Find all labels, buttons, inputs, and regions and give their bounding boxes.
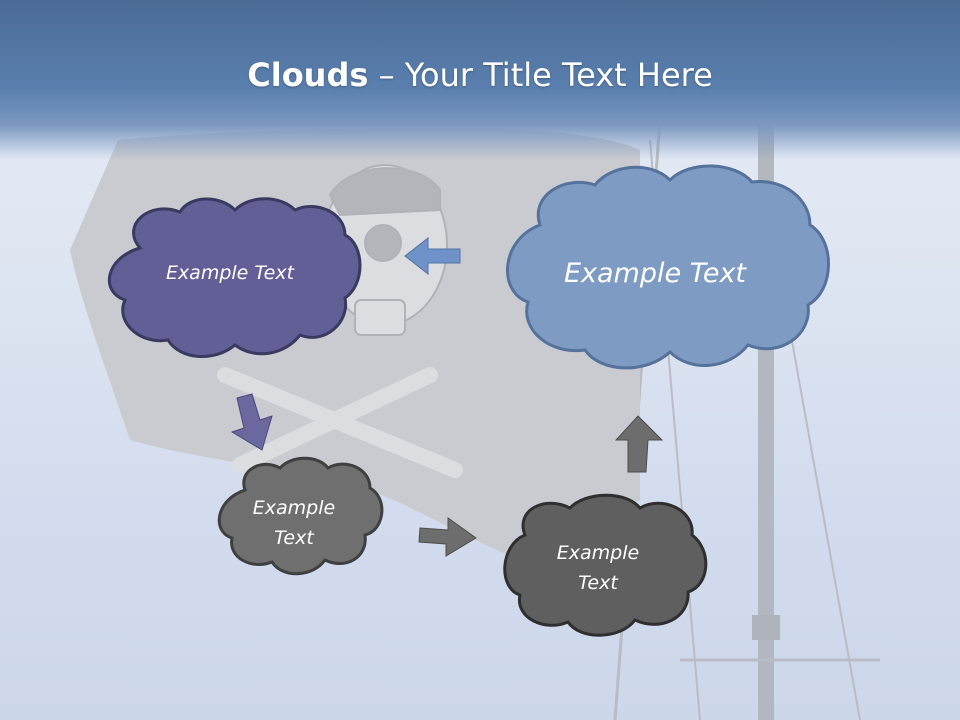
cloud-text-purple[interactable]: Example Text	[165, 262, 295, 284]
title-separator: –	[368, 56, 405, 94]
cloud-text-dark[interactable]: Example Text	[556, 542, 640, 594]
cloud-shape-gray	[217, 456, 384, 576]
cloud-shape-purple	[107, 197, 362, 358]
title-bar	[0, 0, 960, 160]
right-arrow-icon	[418, 517, 477, 557]
left-arrow-icon	[404, 236, 461, 276]
down-arrow-icon	[230, 393, 273, 451]
cloud-text-blue[interactable]: Example Text	[563, 258, 747, 289]
cloud-text-gray[interactable]: Example Text	[252, 497, 336, 549]
slide-title[interactable]: Clouds – Your Title Text Here	[0, 55, 960, 95]
cloud-shape-dark	[503, 493, 708, 637]
crossbones-icon	[217, 367, 463, 478]
cloud-shape-blue	[506, 164, 830, 370]
title-text: Your Title Text Here	[404, 56, 713, 94]
up-arrow-icon	[614, 415, 664, 473]
title-bold: Clouds	[247, 56, 369, 94]
